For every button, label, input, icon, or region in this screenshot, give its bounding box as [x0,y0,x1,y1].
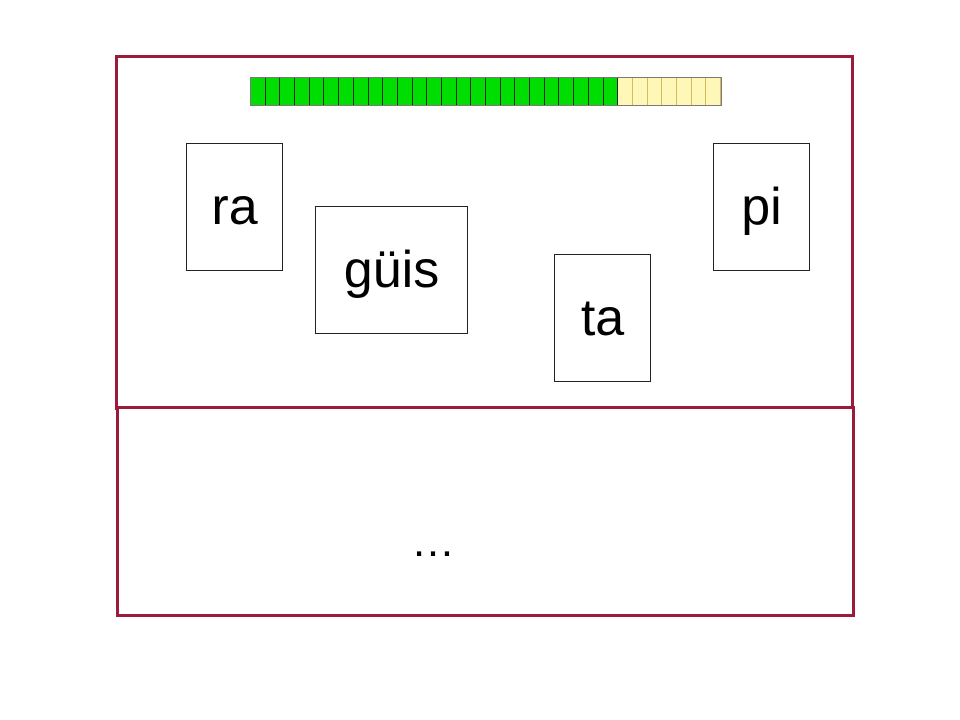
progress-segment-filled [295,78,310,105]
progress-segment-filled [515,78,531,105]
progress-segment-filled [383,78,398,105]
progress-segment-filled [500,78,516,105]
progress-segment-filled [339,78,354,105]
progress-bar [250,77,722,106]
progress-segment-filled [471,78,486,105]
progress-segment-filled [309,78,325,105]
progress-segment-filled [324,78,340,105]
progress-segment-empty [676,78,692,105]
progress-segment-filled [265,78,281,105]
progress-segment-filled [544,78,560,105]
progress-panel [115,55,854,122]
progress-segment-empty [618,78,633,105]
progress-segment-filled [588,78,604,105]
progress-segment-filled [530,78,545,105]
progress-segment-filled [441,78,457,105]
progress-segment-filled [353,78,369,105]
progress-segment-filled [280,78,296,105]
syllable-card-pi[interactable]: pi [713,143,810,271]
progress-segment-filled [574,78,589,105]
syllable-card-ra[interactable]: ra [186,143,283,271]
syllable-area: ra güis ta pi [115,119,854,410]
progress-segment-filled [397,78,413,105]
progress-segment-filled [412,78,428,105]
progress-segment-empty [647,78,663,105]
progress-segment-filled [456,78,472,105]
answer-placeholder: … [411,517,456,566]
syllable-card-ta[interactable]: ta [554,254,651,382]
answer-area[interactable]: … [116,406,855,617]
progress-segment-filled [427,78,442,105]
progress-segment-filled [368,78,384,105]
progress-segment-filled [603,78,619,105]
progress-segment-empty [632,78,648,105]
progress-segment-empty [662,78,677,105]
progress-segment-filled [559,78,575,105]
progress-segment-empty [691,78,707,105]
progress-segment-empty [706,78,721,105]
progress-segment-filled [251,78,266,105]
progress-segment-filled [486,78,501,105]
syllable-card-guis[interactable]: güis [315,206,468,334]
